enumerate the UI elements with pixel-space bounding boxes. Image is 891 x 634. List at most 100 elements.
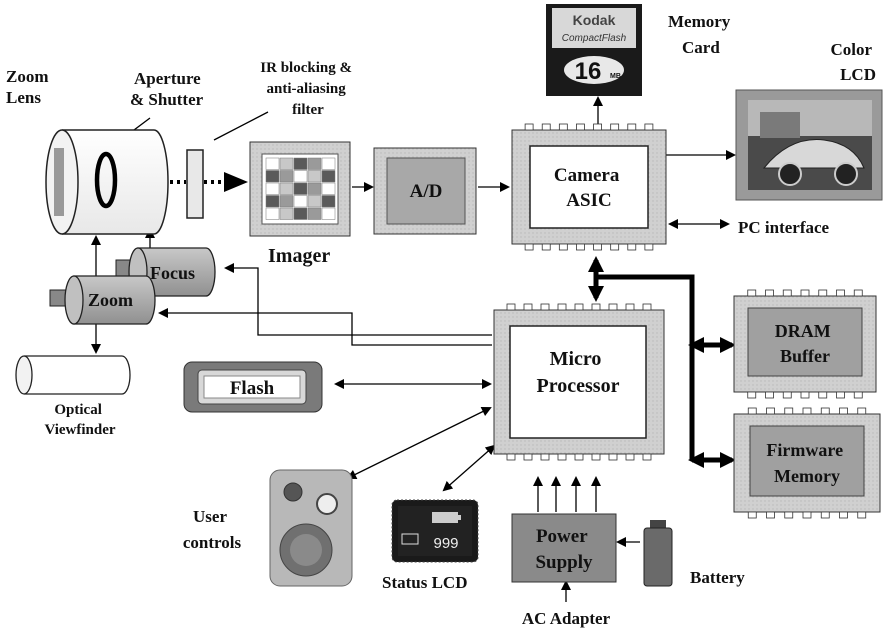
chip-pin [857,407,867,415]
chip-pin [591,453,601,461]
imager-pixel [265,157,280,170]
imager-grid-icon [265,157,336,220]
imager-pixel [293,182,308,195]
chip-pin [800,289,810,297]
chip-pin [818,289,828,297]
card-brand: Kodak [573,12,616,28]
filter-to-imager-arrowhead [224,172,248,192]
card-size: 16 [575,58,602,85]
ir-filter-label: IR blocking & anti-aliasing filter [260,60,355,118]
chip-pin [608,303,618,311]
power-supply-label: Power Supply [535,526,593,573]
pc-interface-label: PC interface [738,218,830,237]
focus-label: Focus [150,263,195,283]
chip-pin [784,511,794,519]
imager-pixel [279,195,294,208]
imager-pixel [293,195,308,208]
card-type: CompactFlash [562,33,627,44]
ad-label: A/D [410,181,443,202]
chip-pin [558,123,568,131]
imager-pixel [265,195,280,208]
mp-to-focus-arrow [224,263,492,336]
imager-label: Imager [268,245,330,267]
mp-to-zoom-arrow [158,308,492,346]
imager-pixel [293,170,308,183]
chip-pin [766,407,775,415]
imager-chip [249,141,351,237]
chip-pin [802,511,812,519]
chip-pin [574,303,584,311]
chip-pin [782,289,792,297]
chip-pin [625,453,635,461]
mp-status-lcd-arrow [442,444,496,492]
chip-pin [574,453,584,461]
chip-pin [627,123,637,131]
firmware-memory: Firmware Memory [733,407,881,519]
ad-converter: A/D [373,147,477,235]
chip-pin [610,123,620,131]
power-supply: Power Supply [511,513,617,583]
chip-pin [766,511,775,519]
viewfinder-tube-icon [15,355,131,395]
chip-pin [800,391,810,399]
chip-pin [558,243,568,251]
user-controls-icon [269,469,353,587]
chip-pin [557,453,567,461]
chip-pin [523,453,533,461]
imager-pixel [279,182,294,195]
chip-pin [853,391,863,399]
imager-pixel [279,157,294,170]
aperture-ring [94,151,118,209]
chip-pin [576,243,585,251]
flash-unit-icon: Flash [183,361,323,413]
chip-pin [576,123,585,131]
camera-asic-label: Camera ASIC [554,165,624,211]
imager-pixel [307,170,322,183]
lcd-photo-icon [735,89,883,201]
chip-pin [765,289,774,297]
battery-label: Battery [690,568,745,587]
imager-pixel [307,207,322,220]
chip-pin [782,391,792,399]
chip-pin [747,407,757,415]
aperture-shutter-label: Aperture & Shutter [130,69,205,109]
memory-card-label: Memory Card [668,12,735,57]
imager-pixel [307,157,322,170]
imager-pixel [321,170,336,183]
status-lcd-label: Status LCD [382,573,468,592]
zoom-lens-label: Zoom Lens [6,67,53,107]
mp-user-controls-arrow [346,407,492,479]
firmware-memory-label: Firmware Memory [766,440,847,486]
chip-pin [541,123,551,131]
micro-processor-label: Micro Processor [537,348,620,397]
status-lcd-value: 999 [433,535,458,552]
chip-pin [836,391,845,399]
flash-label: Flash [230,378,275,399]
chip-pin [541,243,551,251]
chip-pin [610,243,620,251]
user-controls-label: User controls [183,507,242,552]
imager-pixel [321,157,336,170]
chip-pin [540,303,550,311]
imager-pixel [265,207,280,220]
imager-pixel [293,207,308,220]
imager-pixel [321,207,336,220]
chip-pin [765,391,774,399]
optical-viewfinder-label: Optical Viewfinder [44,402,115,438]
filter-icon [186,149,204,219]
connections [91,96,736,602]
chip-pin [857,511,867,519]
chip-pin [625,303,635,311]
chip-pin [524,243,534,251]
imager-pixel [265,182,280,195]
imager-pixel [321,195,336,208]
dram-buffer-label: DRAM Buffer [775,321,836,366]
compact-flash-card-icon: Kodak CompactFlash 16 MB [546,4,642,96]
chip-pin [642,453,652,461]
imager-pixel [265,170,280,183]
chip-pin [593,123,602,131]
battery-icon [643,520,673,587]
chip-pin [523,303,533,311]
camera-asic: Camera ASIC [511,123,667,251]
chip-pin [540,453,550,461]
